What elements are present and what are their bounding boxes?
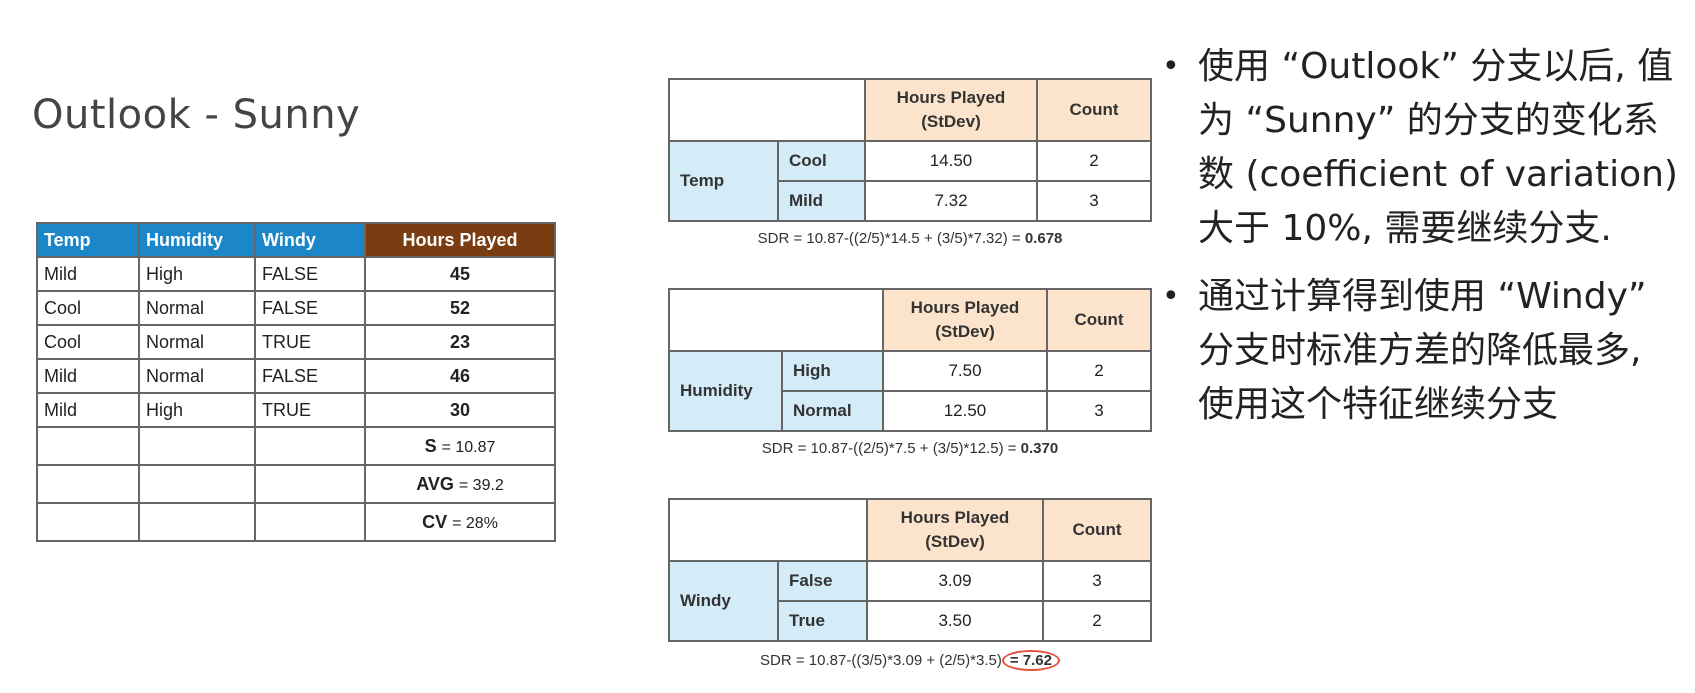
cell-windy: FALSE — [254, 358, 366, 394]
header-hours-played: Hours Played — [364, 222, 556, 258]
cell-humidity: High — [138, 392, 256, 428]
split-count: 3 — [1046, 390, 1152, 432]
sdr-formula: SDR = 10.87-((2/5)*7.5 + (3/5)*12.5) = — [761, 440, 1021, 457]
header-count: Count — [1036, 78, 1152, 142]
cell-windy: TRUE — [254, 392, 366, 428]
stat-s: S = 10.87 — [364, 426, 556, 466]
cell-humidity: Normal — [138, 324, 256, 360]
split-value: High — [781, 350, 884, 392]
stat-label: CV — [422, 511, 448, 532]
bullet-text: 使用 “Outlook” 分支以后, 值为 “Sunny” 的分支的变化系数 (… — [1198, 46, 1678, 249]
split-count: 2 — [1036, 140, 1152, 182]
split-stdev: 7.50 — [882, 350, 1048, 392]
bullet-dot-icon: • — [1162, 49, 1180, 84]
cell-hours: 45 — [364, 256, 556, 292]
split-count: 3 — [1042, 560, 1152, 602]
split-row: Normal 12.50 3 — [669, 390, 1152, 432]
table-header-row: Temp Humidity Windy Hours Played — [36, 222, 556, 258]
split-attribute: Temp — [668, 140, 779, 222]
sdr-result: 0.678 — [1024, 230, 1063, 247]
bullet-list: • 使用 “Outlook” 分支以后, 值为 “Sunny” 的分支的变化系数… — [1162, 40, 1682, 446]
stat-cv: CV = 28% — [364, 502, 556, 542]
split-value: Mild — [777, 180, 866, 222]
bullet-dot-icon: • — [1162, 279, 1180, 314]
table-row: Mild Normal FALSE 46 — [36, 358, 556, 394]
split-stdev: 12.50 — [882, 390, 1048, 432]
split-row: Humidity High 7.50 2 — [668, 350, 1152, 432]
header-count: Count — [1042, 498, 1152, 562]
cell-windy: FALSE — [254, 256, 366, 292]
split-count: 2 — [1046, 350, 1152, 392]
split-stdev: 7.32 — [864, 180, 1038, 222]
sdr-formula: SDR = 10.87-((3/5)*3.09 + (2/5)*3.5) — [760, 652, 1002, 669]
cell-humidity: Normal — [138, 358, 256, 394]
stat-row: S = 10.87 — [36, 426, 556, 466]
split-value: False — [777, 560, 868, 602]
stat-label: AVG — [416, 473, 454, 494]
cell-temp: Cool — [36, 324, 140, 360]
bullet-item: • 通过计算得到使用 “Windy” 分支时标准方差的降低最多, 使用这个特征继… — [1162, 270, 1682, 432]
cell-temp: Cool — [36, 290, 140, 326]
stat-value: = 10.87 — [441, 438, 496, 456]
stat-avg: AVG = 39.2 — [364, 464, 556, 504]
split-temp: Hours Played (StDev) Count Temp Cool 14.… — [668, 78, 1152, 247]
cell-temp: Mild — [36, 358, 140, 394]
split-row: Mild 7.32 3 — [669, 180, 1152, 222]
split-attribute: Humidity — [668, 350, 783, 432]
cell-hours: 30 — [364, 392, 556, 428]
cell-temp: Mild — [36, 392, 140, 428]
table-row: Mild High FALSE 45 — [36, 256, 556, 292]
sunny-data-table: Temp Humidity Windy Hours Played Mild Hi… — [36, 222, 556, 542]
stat-value: = 28% — [452, 514, 498, 532]
split-value: Cool — [777, 140, 866, 182]
header-temp: Temp — [36, 222, 140, 258]
header-count: Count — [1046, 288, 1152, 352]
split-humidity: Hours Played (StDev) Count Humidity High… — [668, 288, 1152, 457]
split-row: Windy False 3.09 3 — [668, 560, 1152, 642]
sdr-temp: SDR = 10.87-((2/5)*14.5 + (3/5)*7.32) = … — [668, 230, 1152, 247]
stat-row: AVG = 39.2 — [36, 464, 556, 504]
stat-value: = 39.2 — [458, 476, 504, 494]
table-row: Cool Normal FALSE 52 — [36, 290, 556, 326]
header-humidity: Humidity — [138, 222, 256, 258]
table-row: Cool Normal TRUE 23 — [36, 324, 556, 360]
split-value: Normal — [781, 390, 884, 432]
split-table-windy: Hours Played (StDev) Count Windy False 3… — [668, 498, 1152, 642]
cell-hours: 52 — [364, 290, 556, 326]
table-row: Mild High TRUE 30 — [36, 392, 556, 428]
header-hours-stdev: Hours Played (StDev) — [882, 288, 1048, 352]
split-stdev: 3.50 — [866, 600, 1044, 642]
cell-windy: FALSE — [254, 290, 366, 326]
cell-humidity: High — [138, 256, 256, 292]
split-table-temp: Hours Played (StDev) Count Temp Cool 14.… — [668, 78, 1152, 222]
split-row: True 3.50 2 — [669, 600, 1152, 642]
stat-row: CV = 28% — [36, 502, 556, 542]
sdr-windy: SDR = 10.87-((3/5)*3.09 + (2/5)*3.5)= 7.… — [668, 650, 1152, 671]
header-hours-stdev: Hours Played (StDev) — [866, 498, 1044, 562]
sdr-formula: SDR = 10.87-((2/5)*14.5 + (3/5)*7.32) = — [757, 230, 1025, 247]
slide-title: Outlook - Sunny — [32, 92, 361, 138]
cell-windy: TRUE — [254, 324, 366, 360]
sdr-humidity: SDR = 10.87-((2/5)*7.5 + (3/5)*12.5) = 0… — [668, 440, 1152, 457]
stat-label: S — [424, 435, 437, 456]
sdr-result: 0.370 — [1020, 440, 1059, 457]
header-hours-stdev: Hours Played (StDev) — [864, 78, 1038, 142]
header-windy: Windy — [254, 222, 366, 258]
split-attribute: Windy — [668, 560, 779, 642]
split-value: True — [777, 600, 868, 642]
cell-humidity: Normal — [138, 290, 256, 326]
bullet-text: 通过计算得到使用 “Windy” 分支时标准方差的降低最多, 使用这个特征继续分… — [1198, 276, 1647, 425]
split-count: 2 — [1042, 600, 1152, 642]
split-stdev: 3.09 — [866, 560, 1044, 602]
sdr-result-highlight: = 7.62 — [1001, 650, 1060, 671]
cell-hours: 46 — [364, 358, 556, 394]
cell-hours: 23 — [364, 324, 556, 360]
split-row: Temp Cool 14.50 2 — [668, 140, 1152, 222]
split-windy: Hours Played (StDev) Count Windy False 3… — [668, 498, 1152, 671]
split-table-humidity: Hours Played (StDev) Count Humidity High… — [668, 288, 1152, 432]
split-stdev: 14.50 — [864, 140, 1038, 182]
cell-temp: Mild — [36, 256, 140, 292]
bullet-item: • 使用 “Outlook” 分支以后, 值为 “Sunny” 的分支的变化系数… — [1162, 40, 1682, 256]
split-count: 3 — [1036, 180, 1152, 222]
